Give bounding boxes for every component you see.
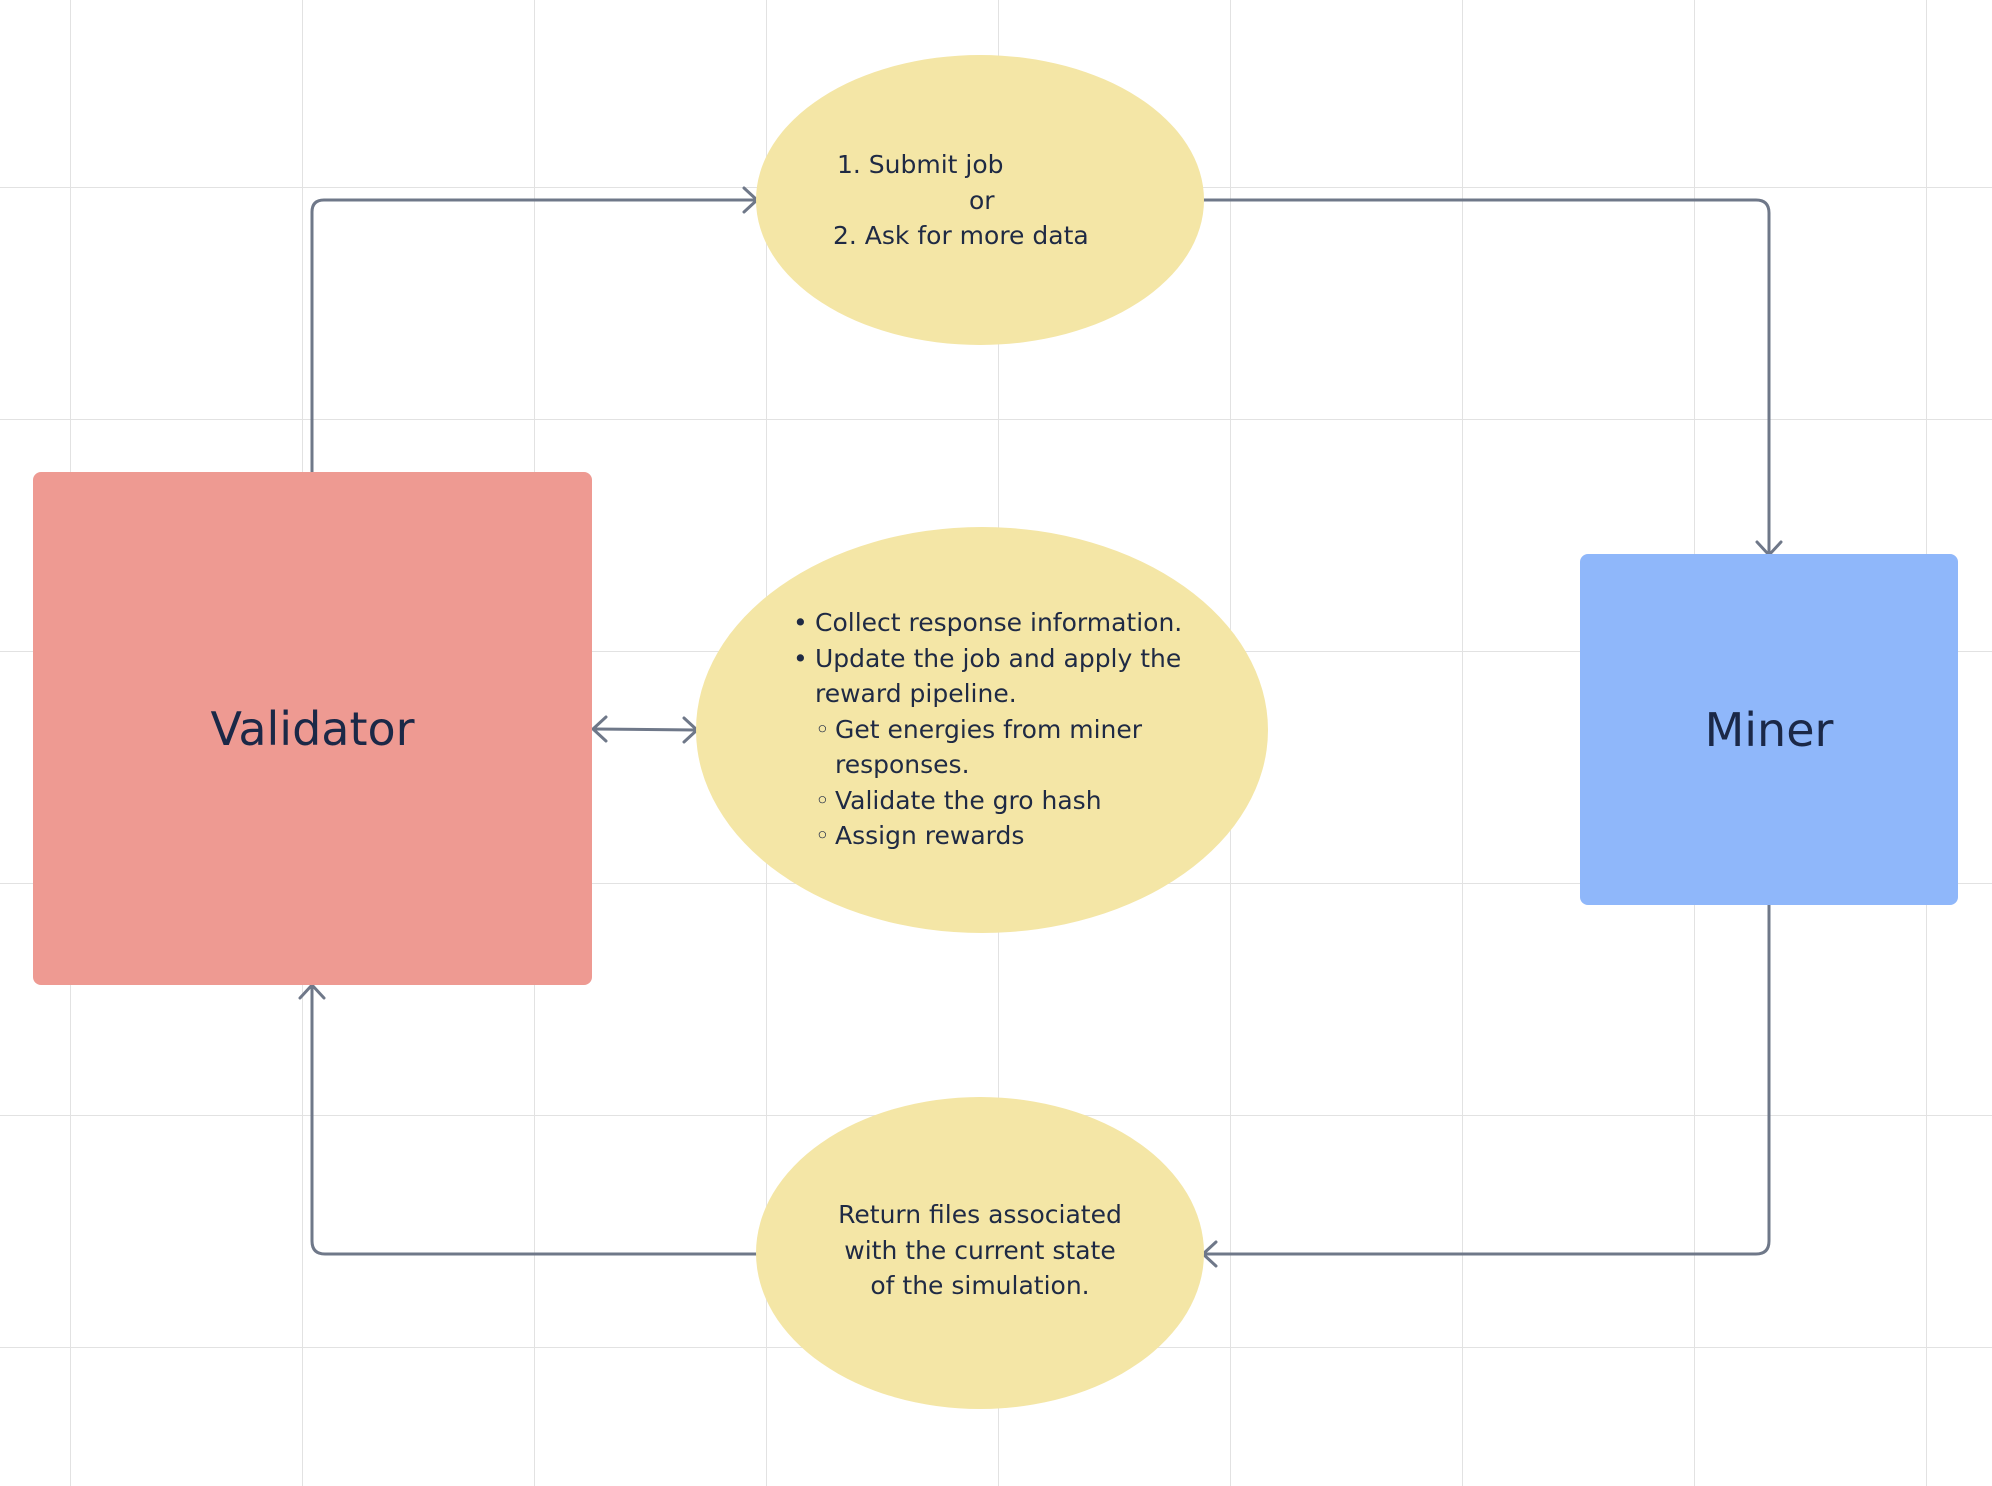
request-ellipse[interactable]: 1. Submit job or 2. Ask for more data bbox=[756, 55, 1204, 345]
process-subitem: Get energies from miner responses. bbox=[815, 712, 1183, 783]
validator-label: Validator bbox=[210, 701, 415, 756]
request-line-3: 2. Ask for more data bbox=[833, 221, 1089, 250]
process-list: Collect response information. Update the… bbox=[793, 605, 1183, 854]
connector-validator-process[interactable] bbox=[592, 727, 698, 732]
process-item: Update the job and apply the reward pipe… bbox=[793, 641, 1183, 712]
process-item: Collect response information. bbox=[793, 605, 1183, 641]
validator-node[interactable]: Validator bbox=[33, 472, 592, 985]
connector-return-to-validator[interactable] bbox=[310, 984, 758, 1256]
connector-miner-to-return[interactable] bbox=[1202, 903, 1771, 1256]
arrowhead-validator-bottom-icon bbox=[298, 983, 326, 1000]
connector-request-to-miner[interactable] bbox=[1202, 198, 1771, 556]
return-text: Return files associated with the current… bbox=[838, 1200, 1122, 1300]
process-ellipse[interactable]: Collect response information. Update the… bbox=[696, 527, 1268, 933]
request-line-1: 1. Submit job bbox=[837, 150, 1004, 179]
request-line-2: or bbox=[969, 186, 995, 215]
miner-node[interactable]: Miner bbox=[1580, 554, 1958, 905]
process-subitem: Validate the gro hash bbox=[815, 783, 1183, 819]
miner-label: Miner bbox=[1704, 702, 1834, 757]
connector-validator-to-request[interactable] bbox=[310, 198, 758, 474]
arrowhead-validator-icon bbox=[591, 715, 608, 743]
process-subitem: Assign rewards bbox=[815, 818, 1183, 854]
return-ellipse[interactable]: Return files associated with the current… bbox=[756, 1097, 1204, 1409]
